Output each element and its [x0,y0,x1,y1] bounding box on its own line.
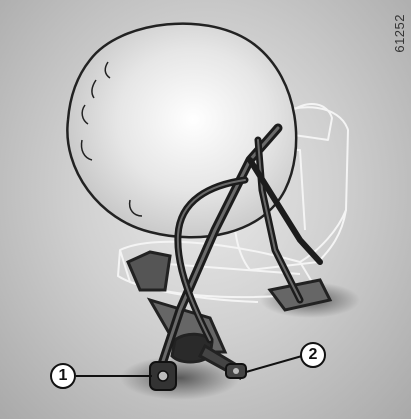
callout-2-leader [246,356,302,372]
anchor-rear [226,364,246,378]
callout-2: 2 [300,342,326,368]
callout-1: 1 [50,363,76,389]
figure-reference-code: 61252 [392,14,407,53]
anchor-front [150,362,176,390]
